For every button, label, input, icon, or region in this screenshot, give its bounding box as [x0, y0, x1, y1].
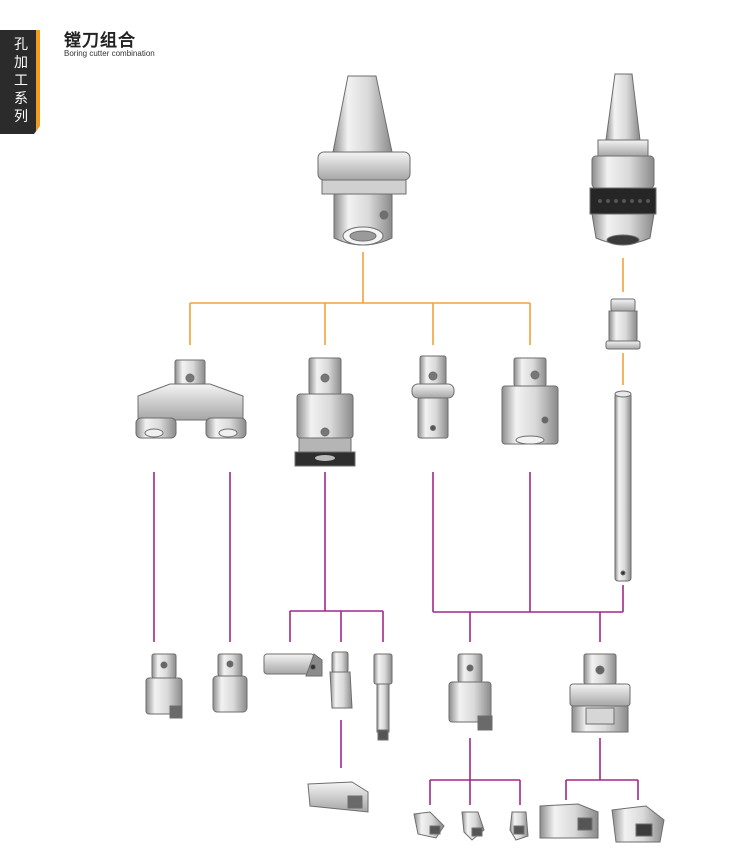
collet-chuck-holder-icon	[589, 73, 657, 246]
large-insert-holder-icons	[539, 803, 665, 843]
section-side-tab	[0, 30, 40, 134]
small-bar-cutter-icon	[329, 651, 353, 709]
section-side-label: 孔加工系列	[14, 37, 28, 125]
square-shoulder-head-icon	[294, 357, 356, 467]
purple-connectors	[153, 472, 639, 805]
collet-sleeve-icon	[605, 298, 641, 350]
step-shank-extension-icon	[411, 355, 455, 439]
flat-boring-bar-icon	[307, 781, 369, 813]
micro-insert-holder-icons	[413, 811, 529, 841]
twin-bridge-head-icon	[135, 359, 247, 439]
orange-connectors	[189, 252, 624, 385]
straight-block-extension-icon	[501, 357, 559, 445]
small-boring-head-icon	[145, 653, 183, 719]
long-boring-bar-icon	[614, 390, 632, 582]
side-tab-accent-bar	[36, 30, 40, 134]
large-boring-head-icon	[569, 653, 631, 733]
side-bar-cutter-icon	[263, 653, 323, 677]
bt-taper-holder-icon	[317, 75, 411, 246]
page-subtitle: Boring cutter combination	[64, 49, 155, 58]
cylinder-insert-head-icon	[212, 653, 248, 713]
page-title: 镗刀组合	[64, 31, 136, 51]
fine-boring-head-icon	[448, 653, 493, 731]
long-neck-boring-bar-icon	[373, 653, 393, 741]
